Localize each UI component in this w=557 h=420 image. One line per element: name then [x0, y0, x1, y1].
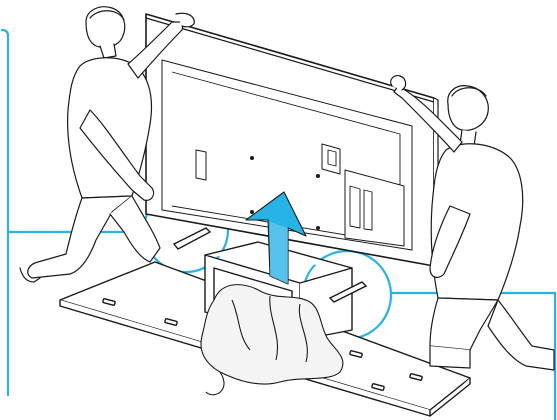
protective-cloth	[200, 284, 344, 396]
person-left	[19, 6, 195, 283]
tv-set	[145, 13, 439, 271]
stand-arms	[172, 227, 368, 303]
person-right	[390, 75, 555, 371]
lift-arrow	[245, 191, 307, 285]
